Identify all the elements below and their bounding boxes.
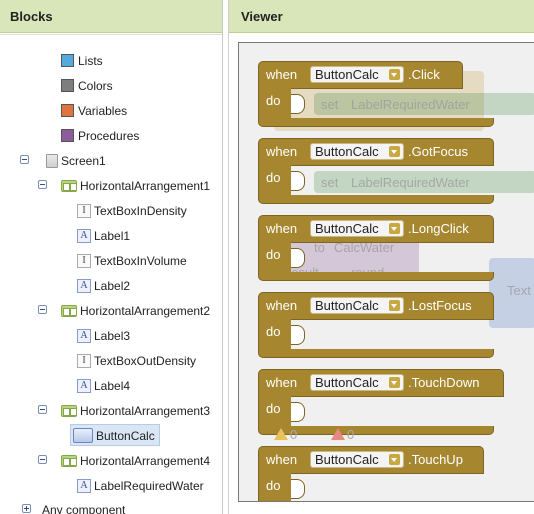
ghost-block	[314, 171, 534, 193]
tree-item-any-component[interactable]: Any component	[42, 502, 126, 514]
event-block-touchup[interactable]: when do ButtonCalc .TouchUp	[258, 446, 498, 501]
ghost-to-text: to	[314, 240, 325, 255]
horizontal-arrangement-icon	[61, 404, 77, 417]
do-label: do	[266, 93, 281, 108]
when-label: when	[266, 144, 298, 159]
event-name: .TouchUp	[408, 452, 463, 467]
event-name: .LostFocus	[408, 298, 472, 313]
warning-icon	[274, 428, 288, 440]
textbox-icon: I	[77, 253, 91, 268]
event-name: .LongClick	[408, 221, 469, 236]
errors-indicator[interactable]: 0	[331, 427, 354, 442]
blocks-panel: Blocks Lists Colors Variables Procedures…	[0, 0, 223, 514]
ghost-calc-text: CalcWater	[334, 240, 395, 255]
ha3-collapse-icon[interactable]	[38, 405, 47, 414]
ghost-text-text: Text	[507, 283, 531, 298]
ghost-set-text: set	[321, 97, 339, 112]
label-icon: A	[77, 378, 91, 393]
chevron-down-icon	[389, 69, 400, 80]
ghost-label-text: LabelRequiredWater	[351, 175, 470, 190]
event-name: .Click	[408, 67, 440, 82]
horizontal-arrangement-icon	[61, 179, 77, 192]
lists-color-icon	[61, 54, 74, 68]
ghost-label-text: LabelRequiredWater	[351, 97, 470, 112]
horizontal-arrangement-icon	[61, 304, 77, 317]
component-dropdown[interactable]: ButtonCalc	[310, 143, 404, 160]
ghost-set-text: set	[321, 175, 339, 190]
event-block-lostfocus[interactable]: when do ButtonCalc .LostFocus	[258, 292, 498, 358]
component-dropdown[interactable]: ButtonCalc	[310, 220, 404, 237]
tree-item-buttoncalc[interactable]: ButtonCalc	[70, 424, 160, 446]
when-label: when	[266, 221, 298, 236]
any-component-expand-icon[interactable]	[22, 504, 31, 513]
event-block-longclick[interactable]: when do ButtonCalc .LongClick	[258, 215, 498, 281]
blocks-tree: Lists Colors Variables Procedures Screen…	[0, 34, 222, 514]
ghost-block	[489, 258, 534, 328]
event-name: .TouchDown	[408, 375, 480, 390]
variables-color-icon	[61, 104, 74, 118]
button-icon	[73, 428, 93, 444]
event-name: .GotFocus	[408, 144, 468, 159]
textbox-icon: I	[77, 203, 91, 218]
do-label: do	[266, 324, 281, 339]
colors-color-icon	[61, 79, 74, 93]
builtin-procedures[interactable]: Procedures	[61, 125, 139, 145]
tree-item-screen1[interactable]: Screen1	[46, 150, 106, 170]
do-label: do	[266, 401, 281, 416]
component-dropdown[interactable]: ButtonCalc	[310, 374, 404, 391]
do-label: do	[266, 247, 281, 262]
when-label: when	[266, 298, 298, 313]
blocks-workspace[interactable]: set LabelRequiredWater set LabelRequired…	[238, 42, 534, 502]
event-block-touchdown[interactable]: when do ButtonCalc .TouchDown	[258, 369, 504, 435]
tree-item-horizontalarrangement3[interactable]: HorizontalArrangement3	[61, 400, 210, 420]
label-icon: A	[77, 278, 91, 293]
event-block-gotfocus[interactable]: when do ButtonCalc .GotFocus	[258, 138, 498, 204]
blocks-panel-title: Blocks	[0, 0, 222, 33]
warnings-indicator[interactable]: 0	[274, 427, 297, 442]
builtin-lists[interactable]: Lists	[61, 50, 103, 70]
chevron-down-icon	[389, 300, 400, 311]
screen1-collapse-icon[interactable]	[20, 155, 29, 164]
when-label: when	[266, 375, 298, 390]
component-dropdown[interactable]: ButtonCalc	[310, 66, 404, 83]
textbox-icon: I	[77, 353, 91, 368]
builtin-variables[interactable]: Variables	[61, 100, 127, 120]
screen-icon	[46, 153, 58, 168]
ha2-collapse-icon[interactable]	[38, 305, 47, 314]
label-icon: A	[77, 228, 91, 243]
chevron-down-icon	[389, 146, 400, 157]
procedures-color-icon	[61, 129, 74, 143]
viewer-panel: Viewer set LabelRequiredWater set LabelR…	[228, 0, 534, 514]
builtin-colors[interactable]: Colors	[61, 75, 113, 95]
when-label: when	[266, 452, 298, 467]
chevron-down-icon	[389, 377, 400, 388]
error-icon	[331, 428, 345, 440]
viewer-panel-title: Viewer	[229, 0, 534, 33]
label-icon: A	[77, 478, 91, 493]
ha1-collapse-icon[interactable]	[38, 180, 47, 189]
tree-item-horizontalarrangement2[interactable]: HorizontalArrangement2	[61, 300, 210, 320]
horizontal-arrangement-icon	[61, 454, 77, 467]
do-label: do	[266, 170, 281, 185]
when-label: when	[266, 67, 298, 82]
component-dropdown[interactable]: ButtonCalc	[310, 451, 404, 468]
ha4-collapse-icon[interactable]	[38, 455, 47, 464]
chevron-down-icon	[389, 223, 400, 234]
event-block-click[interactable]: when do ButtonCalc .Click	[258, 61, 498, 127]
chevron-down-icon	[389, 454, 400, 465]
do-label: do	[266, 478, 281, 493]
ghost-block	[314, 93, 534, 115]
tree-item-horizontalarrangement1[interactable]: HorizontalArrangement1	[61, 175, 210, 195]
label-icon: A	[77, 328, 91, 343]
component-dropdown[interactable]: ButtonCalc	[310, 297, 404, 314]
tree-item-horizontalarrangement4[interactable]: HorizontalArrangement4	[61, 450, 210, 470]
